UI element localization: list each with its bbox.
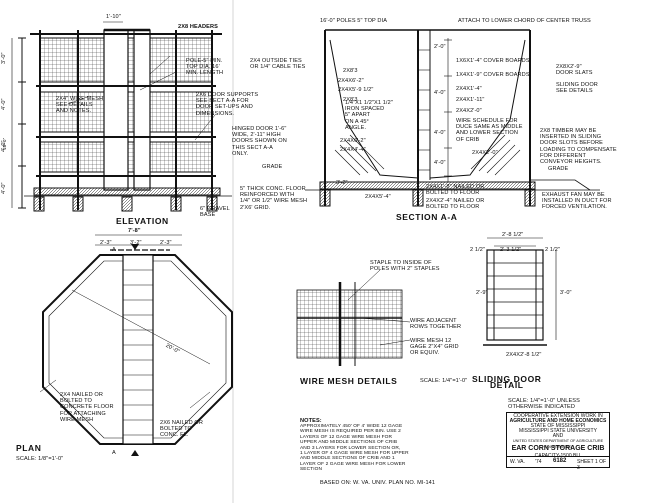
plan-dim-3: 2'-3" bbox=[160, 240, 172, 246]
plan-label-right: 2x6 NAILED OR BOLTED TO CONC. FL. bbox=[160, 420, 203, 439]
notes-body: APPROXIMATELY 450' OF 4' WIDE 12 GAGE WI… bbox=[300, 424, 409, 473]
section-schedule-1: 2x4x1'-4" bbox=[456, 86, 482, 92]
sheet-number: SHEET 1 OF 3 bbox=[577, 459, 607, 471]
section-nailed-label: 2x4x1'-8" NAILED OR BOLTED TO FLOOR bbox=[426, 184, 485, 197]
section-sliding-door: SLIDING DOOR SEE DETAILS bbox=[556, 82, 598, 95]
title-block: COOPERATIVE EXTENSION WORK IN AGRICULTUR… bbox=[506, 412, 610, 471]
section-iron-label: 1/4"x1 1/2"x1 1/2" IRON SPACED 5" APART … bbox=[345, 100, 393, 131]
elevation-headers-label: 2x8 HEADERS bbox=[178, 24, 218, 30]
door-dim-5: 3'-0" bbox=[560, 290, 572, 296]
door-dim-4: 2 1/2" bbox=[545, 247, 561, 253]
section-dim-2: 4'-0" bbox=[434, 90, 446, 96]
section-schedule-2: 2x4x1'-11" bbox=[456, 97, 485, 103]
title-block-line-2: AGRICULTURE AND HOME ECONOMICS bbox=[509, 418, 607, 424]
section-wire-schedule: WIRE SCHEDULE FOR DUCE SAME AS MIDDLE AN… bbox=[456, 118, 523, 143]
title-block-footer: W. VA. '74 6182 SHEET 1 OF 3 bbox=[507, 456, 609, 471]
elevation-dim-4: 4'-0" bbox=[1, 182, 7, 194]
plan-label-left: 2x4 NAILED OR BOLTED TO CONCRETE FLOOR F… bbox=[60, 392, 114, 423]
notes-heading: NOTES: bbox=[300, 418, 322, 424]
elevation-grade-label: GRADE bbox=[262, 164, 283, 170]
section-grade-label: GRADE bbox=[548, 166, 569, 172]
section-bottom-label: 2x4x5'-4" bbox=[365, 194, 391, 200]
elevation-title: ELEVATION bbox=[116, 216, 169, 226]
section-markers bbox=[131, 244, 139, 456]
plan-section-mark-top: A bbox=[112, 247, 116, 253]
based-on-note: BASED ON: W. VA. UNIV. PLAN NO. MI-141 bbox=[320, 480, 436, 486]
section-door-slats: 2x8x2'-9" DOOR SLATS bbox=[556, 64, 593, 77]
section-timber-label: 2x8 TIMBER MAY BE INSERTED IN SLIDING DO… bbox=[540, 128, 617, 166]
door-dim-2: 2'-3 1/2" bbox=[500, 247, 522, 253]
section-top-label: 16'-0" POLES 5" TOP DIA bbox=[320, 18, 388, 24]
section-dim-4: 4'-0" bbox=[434, 160, 446, 166]
plan-title: PLAN bbox=[16, 443, 42, 453]
section-exhaust-label: EXHAUST FAN MAY BE INSTALLED IN DUCT FOR… bbox=[542, 192, 612, 211]
title-block-line-4: MISSISSIPPI STATE UNIVERSITY bbox=[519, 428, 597, 434]
plan-section-mark-bottom: A bbox=[112, 450, 116, 456]
title-block-year: '74 bbox=[535, 459, 542, 465]
door-bottom-label: 2x4x2'-8 1/2" bbox=[506, 352, 542, 358]
door-dim-1: 2'-8 1/2" bbox=[502, 232, 524, 238]
section-board-2: 2x4x6'-2" bbox=[338, 78, 364, 84]
title-block-line-5: AND bbox=[552, 433, 564, 439]
elevation-dim-1: 3'-0" bbox=[1, 52, 7, 64]
elevation-wire-mesh-label: 2x4" WIRE MESH SEE DETAILS AND NOTES. bbox=[56, 96, 104, 115]
section-misc-1: 2x4x2'-0" bbox=[472, 150, 498, 156]
plan-dim-1: 2'-3" bbox=[100, 240, 112, 246]
plan-number: 6182 bbox=[553, 458, 567, 464]
title-block-line-3: STATE OF MISSISSIPPI bbox=[530, 423, 586, 429]
section-attach-label: ATTACH TO LOWER CHORD OF CENTER TRUSS bbox=[458, 18, 591, 24]
elevation-door-supports-label: 2x6 DOOR SUPPORTS SEE SECT A-A FOR DOOR … bbox=[196, 92, 259, 117]
wire-mesh-gage-label: WIRE MESH 12 GAGE 2"x4" GRID OR EQUIV. bbox=[410, 338, 459, 357]
plan-dim-total: 7'-8" bbox=[128, 228, 141, 234]
section-board-4: 2x8'3 bbox=[343, 97, 358, 103]
section-board-1: 2x8'3 bbox=[343, 68, 358, 74]
title-block-line-6: UNITED STATES DEPARTMENT OF AGRICULTURE … bbox=[512, 439, 604, 449]
wire-mesh-detail bbox=[296, 269, 411, 366]
elevation-gravel-label: 6" GRAVEL BASE bbox=[200, 206, 230, 219]
section-dim-1: 2'-0" bbox=[434, 44, 446, 50]
section-title: SECTION A-A bbox=[396, 212, 458, 222]
elevation-floor-label: 5" THICK CONC. FLOOR REINFORCED WITH 1/4… bbox=[240, 186, 308, 211]
section-cover-2: 1x4x1'-9" COVER BOARDS bbox=[456, 72, 530, 78]
elevation-dim-total: 16'-0" bbox=[2, 137, 7, 150]
title-block-line-1: COOPERATIVE EXTENSION WORK IN bbox=[513, 413, 603, 419]
section-view bbox=[305, 29, 600, 207]
section-board-5: 2x4x6'-2" bbox=[340, 138, 366, 144]
section-board-3: 2x4x5'-9 1/2" bbox=[338, 87, 374, 93]
elevation-dim-2: 4'-0" bbox=[1, 98, 7, 110]
elevation-pole-label: POLE-5" MIN. TOP DIA. 16' MIN. LENGTH bbox=[186, 58, 224, 77]
section-cover-1: 1x6x1'-4" COVER BOARDS bbox=[456, 58, 530, 64]
elevation-outside-ties-label: 2x4 OUTSIDE TIES OR 1/4" CABLE TIES bbox=[250, 58, 306, 71]
wire-mesh-title: WIRE MESH DETAILS bbox=[300, 376, 398, 386]
section-dim-3: 4'-0" bbox=[434, 130, 446, 136]
wire-mesh-scale: SCALE: 1/4"=1'-0" bbox=[420, 378, 468, 384]
plan-view bbox=[39, 234, 233, 445]
elevation-top-dim: 1'-10" bbox=[106, 14, 121, 20]
wire-mesh-staple-label: STAPLE TO INSIDE OF POLES WITH 2" STAPLE… bbox=[370, 260, 440, 273]
title-block-state: W. VA. bbox=[510, 459, 525, 465]
section-dim-5: 3'-2" bbox=[336, 180, 348, 186]
door-dim-3: 2 1/2" bbox=[470, 247, 486, 253]
sliding-door-detail bbox=[483, 237, 557, 346]
wire-mesh-adjacent-label: WIRE ADJACENT ROWS TOGETHER bbox=[410, 318, 462, 331]
elevation-view bbox=[11, 21, 232, 212]
scale-note: SCALE: 1/4"=1'-0" UNLESS OTHERWISE INDIC… bbox=[508, 398, 580, 411]
plan-dim-2: 3'-2" bbox=[130, 240, 142, 246]
sliding-door-title: SLIDING DOOR DETAIL bbox=[472, 374, 542, 391]
door-dim-6: 2'-9" bbox=[476, 290, 488, 296]
section-nailed2-label: 2x4x2'-4" NAILED OR BOLTED TO FLOOR bbox=[426, 198, 485, 211]
section-board-6: 2x4x4'-4" bbox=[340, 147, 366, 153]
plan-scale: SCALE: 1/8"=1'-0" bbox=[16, 456, 64, 462]
elevation-hinged-door-label: HINGED DOOR 1'-6" WIDE, 2'-11" HIGH DOOR… bbox=[232, 126, 287, 157]
section-schedule-3: 2x4x2'-0" bbox=[456, 108, 482, 114]
crib-name: EAR CORN STORAGE CRIB bbox=[511, 445, 605, 452]
